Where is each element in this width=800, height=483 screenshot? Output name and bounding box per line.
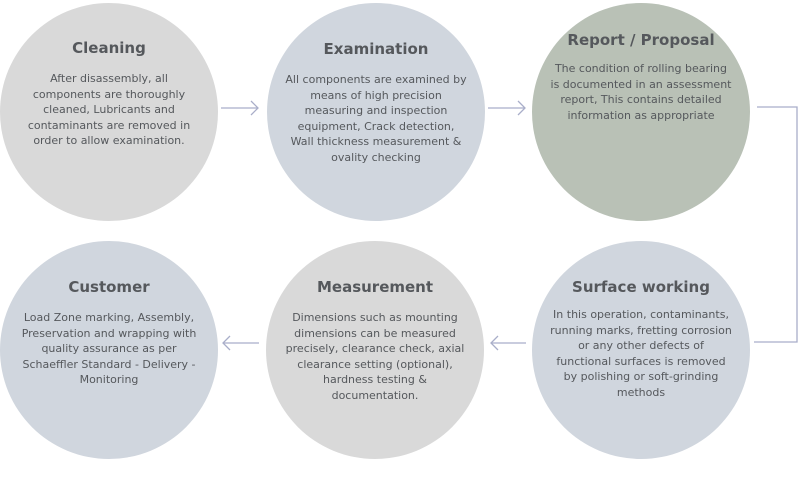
step-description: All components are examined by means of … [285, 73, 467, 164]
step-description: Dimensions such as mounting dimensions c… [285, 311, 465, 402]
arrow-right-icon [488, 100, 526, 116]
step-title: Examination [323, 40, 429, 58]
step-description: After disassembly, all components are th… [27, 72, 191, 147]
arrow-right-icon [221, 100, 259, 116]
step-title: Measurement [316, 278, 434, 296]
step-report-proposal: Report / Proposal The condition of rolli… [532, 3, 750, 221]
step-description: The condition of rolling bearing is docu… [550, 62, 732, 122]
step-title: Customer [68, 278, 150, 296]
step-examination: Examination All components are examined … [267, 3, 485, 221]
arrow-left-icon [222, 335, 259, 351]
step-cleaning: Cleaning After disassembly, all componen… [0, 3, 218, 221]
step-title: Cleaning [72, 39, 146, 57]
step-customer: Customer Load Zone marking, Assembly, Pr… [0, 241, 218, 459]
step-title: Surface working [572, 278, 710, 296]
step-description: In this operation, contaminants, running… [550, 308, 732, 399]
step-title: Report / Proposal [567, 31, 715, 49]
side-connector-line [754, 106, 798, 343]
step-measurement: Measurement Dimensions such as mounting … [266, 241, 484, 459]
arrow-left-icon [490, 335, 526, 351]
step-surface-working: Surface working In this operation, conta… [532, 241, 750, 459]
step-description: Load Zone marking, Assembly, Preservatio… [21, 311, 197, 386]
